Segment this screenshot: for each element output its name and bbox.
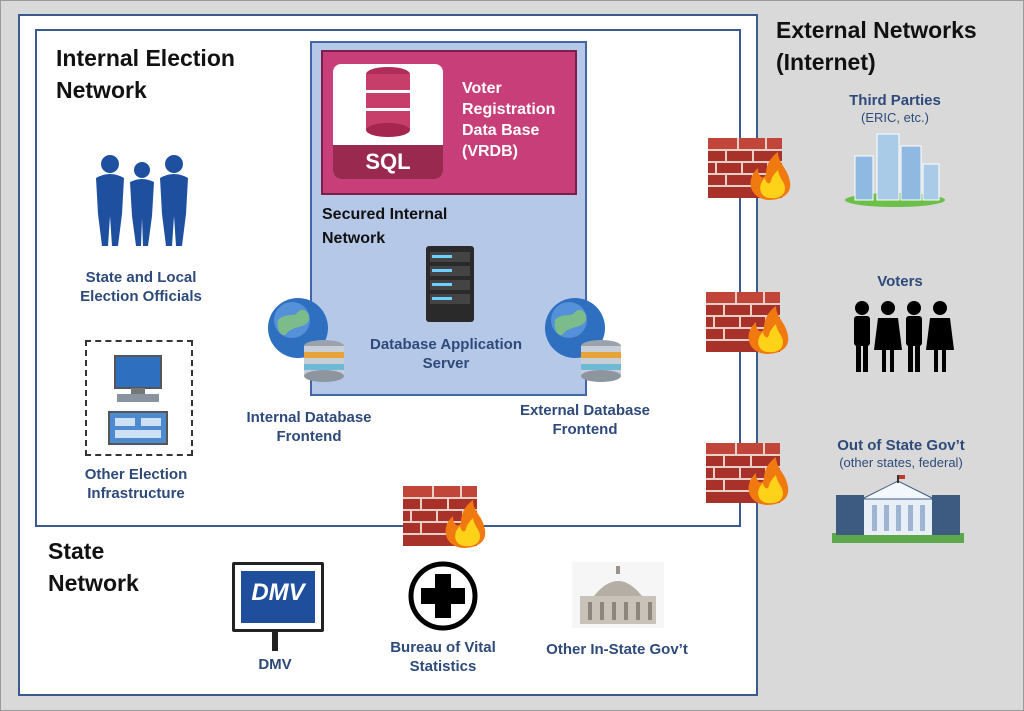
vrdb-label: Voter Registration Data Base (VRDB): [462, 80, 556, 160]
government-building-icon: [832, 475, 964, 543]
out-of-state-label: Out of State Gov’t: [837, 437, 965, 454]
state-capitol-icon: [572, 562, 664, 628]
vital-statistics-cross-icon: [408, 561, 478, 631]
dmv-sign-text: DMV: [241, 571, 315, 623]
voters-label: Voters: [877, 273, 923, 290]
firewall-voters-icon: [706, 292, 790, 355]
secured-network-title: Secured Internal Network: [322, 206, 448, 247]
third-parties-buildings-icon: [845, 133, 945, 207]
voters-icon: [854, 301, 954, 372]
election-officials-label: State and Local Election Officials: [80, 269, 202, 305]
other-infrastructure-icon: [85, 340, 193, 456]
firewall-third-parties-icon: [708, 138, 792, 201]
internal-frontend-label: Internal Database Frontend: [246, 409, 372, 445]
sql-label: SQL: [333, 145, 443, 179]
external-frontend-label: External Database Frontend: [519, 402, 651, 438]
internal-network-title: Internal Election Network: [56, 45, 235, 103]
firewall-state-network-icon: [403, 486, 487, 549]
election-officials-icon: [96, 155, 188, 246]
app-server-icon: [426, 246, 474, 322]
dmv-sign-post: [272, 629, 278, 651]
out-of-state-sublabel: (other states, federal): [839, 455, 963, 470]
dmv-label: DMV: [258, 656, 292, 673]
sql-database-icon: SQL: [333, 64, 443, 179]
internal-frontend-icon: [268, 298, 344, 382]
external-networks-title: External Networks (Internet): [776, 17, 977, 75]
other-infrastructure-label: Other Election Infrastructure: [84, 466, 188, 502]
other-state-gov-label: Other In-State Gov’t: [546, 641, 688, 658]
dmv-sign-icon: DMV: [232, 562, 324, 632]
vital-statistics-label: Bureau of Vital Statistics: [390, 639, 496, 675]
firewall-out-of-state-icon: [706, 443, 790, 506]
external-frontend-icon: [545, 298, 621, 382]
state-network-title: State Network: [48, 538, 139, 596]
third-parties-sublabel: (ERIC, etc.): [861, 110, 929, 125]
app-server-label: Database Application Server: [370, 336, 522, 372]
third-parties-label: Third Parties: [849, 92, 941, 109]
